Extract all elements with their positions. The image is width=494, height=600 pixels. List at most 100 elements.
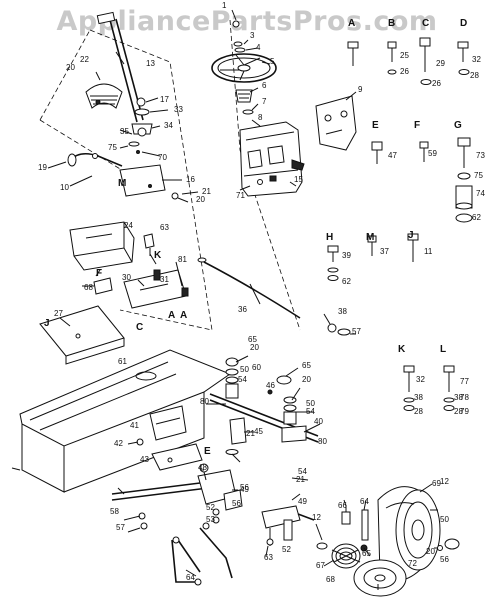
dash-plate [315, 95, 357, 151]
dashed-outline [39, 19, 301, 331]
part-label: 71 [236, 191, 245, 200]
part-label: 66 [338, 501, 347, 510]
part-label: 56 [232, 499, 241, 508]
main-frame [11, 349, 232, 493]
drag-link [67, 152, 179, 200]
part-label: 62 [472, 213, 481, 222]
part-label: 62 [342, 277, 351, 286]
part-label: 12 [440, 477, 449, 486]
group-letter: L [440, 344, 446, 355]
part-label: 26 [400, 67, 409, 76]
part-label: 77 [460, 377, 469, 386]
throttle-cable [197, 257, 301, 319]
part-label: 64 [186, 573, 195, 582]
part-label: 60 [252, 363, 261, 372]
part-label: 20 [250, 343, 259, 352]
group-letter: C [136, 322, 143, 333]
part-label: 57 [352, 327, 361, 336]
part-label: 52 [282, 545, 291, 554]
part-label: 53 [206, 515, 215, 524]
part-label: 41 [130, 421, 139, 430]
group-letter: A [168, 310, 175, 321]
part-label: 28 [454, 407, 463, 416]
part-label: 38 [338, 307, 347, 316]
part-label: 31 [160, 275, 169, 284]
part-label: 25 [400, 51, 409, 60]
part-label: 4 [256, 43, 261, 52]
part-label: 20 [196, 195, 205, 204]
small-hardware [316, 506, 369, 552]
part-label: 50 [240, 365, 249, 374]
group-letter: E [204, 446, 211, 457]
part-label: 80 [200, 397, 209, 406]
part-label: 21 [246, 429, 255, 438]
part-label: 65 [362, 549, 371, 558]
part-label: 39 [342, 251, 351, 260]
group-letter: A [348, 18, 355, 29]
group-letter: A [180, 310, 187, 321]
part-label: 72 [408, 559, 417, 568]
group-letter: E [372, 120, 379, 131]
part-label: 81 [178, 255, 187, 264]
part-label: 68 [84, 283, 93, 292]
group-letter: K [154, 250, 162, 261]
group-letter: B [388, 18, 395, 29]
part-label: 21 [202, 187, 211, 196]
part-label: 50 [440, 515, 449, 524]
part-label: 1 [222, 1, 227, 10]
group-letter: J [408, 230, 414, 241]
part-label: 28 [470, 71, 479, 80]
part-label: 63 [264, 553, 273, 562]
wheel-adapter [235, 89, 254, 115]
part-label: 65 [302, 361, 311, 370]
part-label: 56 [240, 483, 249, 492]
part-label: 35 [120, 127, 129, 136]
part-label: 54 [298, 467, 307, 476]
part-label: 56 [440, 555, 449, 564]
group-letter: D [460, 18, 467, 29]
part-label: 36 [238, 305, 247, 314]
steering-linkage [209, 357, 319, 455]
hardware-kit [327, 37, 473, 411]
part-label: 27 [54, 309, 63, 318]
part-label: 28 [414, 407, 423, 416]
part-label: 7 [262, 97, 267, 106]
part-label: 38 [414, 393, 423, 402]
part-label: 34 [164, 121, 173, 130]
part-label: 49 [240, 485, 249, 494]
part-label: 61 [118, 357, 127, 366]
part-label: 63 [160, 223, 169, 232]
control-bracket [123, 261, 189, 309]
bracket-43 [151, 443, 203, 471]
part-label: 78 [460, 393, 469, 402]
part-label: 48 [198, 463, 207, 472]
hub-assembly [331, 543, 361, 569]
steering-wheel [211, 20, 277, 83]
part-label: 80 [318, 437, 327, 446]
tie-rod [171, 527, 233, 586]
part-label: 38 [454, 393, 463, 402]
part-label: 33 [174, 105, 183, 114]
part-label: 65 [248, 335, 257, 344]
part-label: 40 [314, 417, 323, 426]
part-label: 67 [316, 561, 325, 570]
part-label: 74 [476, 189, 485, 198]
column-bushings [128, 97, 153, 154]
part-label: 43 [140, 455, 149, 464]
part-label: 45 [254, 427, 263, 436]
part-label: 6 [262, 81, 267, 90]
part-label: 30 [122, 273, 131, 282]
part-label: 3 [250, 31, 255, 40]
spindle [261, 505, 323, 546]
group-letter: K [398, 344, 406, 355]
part-label: 20 [426, 547, 435, 556]
part-label: 58 [110, 507, 119, 516]
part-label: 15 [294, 175, 303, 184]
bracket-41 [127, 405, 187, 446]
part-label: 79 [460, 407, 469, 416]
part-label: 5 [270, 57, 275, 66]
part-label: 64 [360, 497, 369, 506]
part-label: 57 [116, 523, 125, 532]
part-label: 9 [358, 85, 363, 94]
